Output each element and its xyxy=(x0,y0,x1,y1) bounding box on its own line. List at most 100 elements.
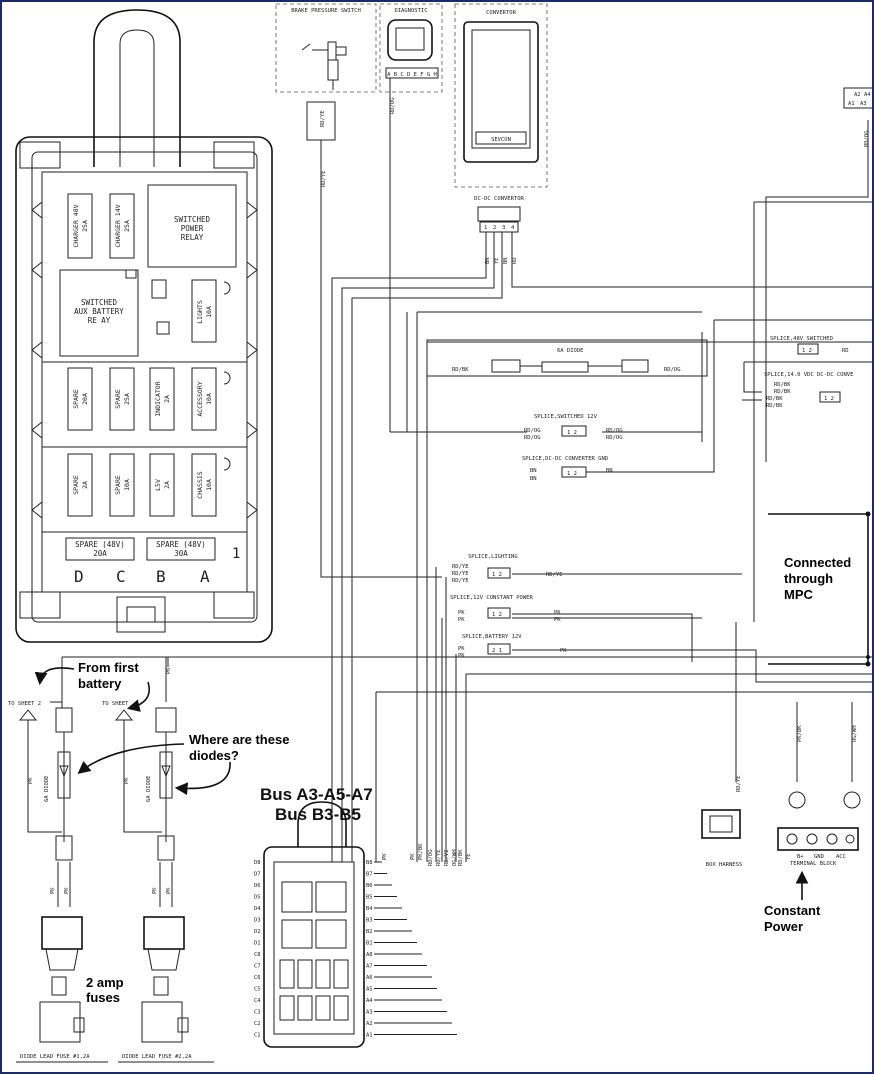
switched-aux-relay xyxy=(59,269,139,357)
svg-text:RD/BK: RD/BK xyxy=(766,396,783,402)
pin-label-left: C6 xyxy=(254,975,261,981)
pin-label-left: D7 xyxy=(254,872,261,878)
bus-letter-a: A xyxy=(200,567,210,586)
splice-battery-12v: SPLICE,BATTERY 12V PK PK 2 1 PK xyxy=(458,634,567,659)
svg-text:RD/VI: RD/VI xyxy=(444,849,450,866)
switched-power-relay xyxy=(147,184,237,268)
pin-label-right: A3 xyxy=(366,1010,373,1016)
svg-text:RD/OG: RD/OG xyxy=(864,130,870,147)
svg-text:10A: 10A xyxy=(205,479,213,491)
svg-text:RD: RD xyxy=(512,257,518,264)
svg-text:RD/OG: RD/OG xyxy=(428,849,434,866)
pin-label-right: B4 xyxy=(366,906,373,912)
diode-lead-1: TO SHEET 2 PK 6A DIODE PK PK DIODE LEAD … xyxy=(8,657,108,1063)
fuse-box-small xyxy=(263,801,365,1048)
svg-text:RD/BK: RD/BK xyxy=(774,382,791,388)
svg-text:PK: PK xyxy=(166,667,172,674)
svg-text:SPLICE,BATTERY 12V: SPLICE,BATTERY 12V xyxy=(462,634,522,640)
svg-text:RD/OG: RD/OG xyxy=(664,367,681,373)
svg-text:PK: PK xyxy=(458,610,465,616)
svg-text:A1: A1 xyxy=(848,101,855,107)
svg-text:20A: 20A xyxy=(81,393,89,405)
svg-text:SPARE: SPARE xyxy=(114,475,122,495)
svg-text:10A: 10A xyxy=(123,479,131,491)
annotation-2amp-fuses: 2 amp xyxy=(86,975,124,990)
svg-text:20A: 20A xyxy=(93,549,107,558)
fuse-charger14: CHARGER 14V xyxy=(114,204,122,247)
pin-label-left: C8 xyxy=(254,952,261,958)
svg-text:RD/OG: RD/OG xyxy=(606,435,623,441)
pin-label-right: A1 xyxy=(366,1033,373,1039)
svg-text:10A: 10A xyxy=(205,306,213,318)
annotation-mpc-3: MPC xyxy=(784,587,814,602)
bus-label-1: Bus A3-A5-A7 xyxy=(260,785,373,804)
svg-text:RD/YE: RD/YE xyxy=(321,170,327,187)
annotation-first-battery: From first xyxy=(34,660,150,712)
pin-label-right: A7 xyxy=(366,964,373,970)
svg-text:RELAY: RELAY xyxy=(181,233,204,242)
svg-text:INDICATOR: INDICATOR xyxy=(154,381,162,416)
pin-label-left: C2 xyxy=(254,1021,261,1027)
svg-text:SPARE: SPARE xyxy=(114,389,122,409)
svg-text:1 2: 1 2 xyxy=(824,396,834,402)
svg-text:RD/YE: RD/YE xyxy=(452,571,469,577)
svg-text:RD/OG: RD/OG xyxy=(524,435,541,441)
svg-text:BN: BN xyxy=(503,257,509,264)
svg-text:ACC: ACC xyxy=(836,854,846,860)
svg-text:DIODE LEAD FUSE #1,2A: DIODE LEAD FUSE #1,2A xyxy=(20,1054,90,1060)
pin-label-left: D1 xyxy=(254,941,261,947)
svg-text:10A: 10A xyxy=(205,393,213,405)
pin-label-right: B3 xyxy=(366,918,373,924)
bus-letter-b: B xyxy=(156,567,166,586)
pin-label-left: D5 xyxy=(254,895,261,901)
svg-text:RD/YE: RD/YE xyxy=(320,110,326,127)
svg-text:SEVCON: SEVCON xyxy=(491,137,511,143)
svg-text:25A: 25A xyxy=(81,220,89,232)
svg-text:PK: PK xyxy=(560,648,567,654)
svg-text:RD/BK: RD/BK xyxy=(452,367,469,373)
svg-text:ACCESSORY: ACCESSORY xyxy=(196,381,204,416)
svg-text:From first: From first xyxy=(78,660,139,675)
svg-text:RD: RD xyxy=(842,348,849,354)
svg-text:A B C D E F G H: A B C D E F G H xyxy=(387,72,437,78)
fuse-box: CHARGER 48V 25A CHARGER 14V 25A SWITCHED… xyxy=(15,9,273,643)
fuse-spare48-20: SPARE (48V) xyxy=(75,540,125,549)
fuse-row-3: SPARE 2A SPARE 10A L5V 2A CHASSIS 10A xyxy=(67,453,231,517)
bus-label-2: Bus B3-B5 xyxy=(275,805,361,824)
bus-letter-c: C xyxy=(116,567,126,586)
svg-text:1 2: 1 2 xyxy=(567,471,577,477)
svg-text:SWITCHED: SWITCHED xyxy=(81,298,118,307)
svg-text:SPLICE,48V SWITCHED: SPLICE,48V SWITCHED xyxy=(770,336,833,342)
svg-text:1 2: 1 2 xyxy=(802,348,812,354)
svg-text:POWER: POWER xyxy=(181,224,204,233)
svg-text:BN: BN xyxy=(606,468,613,474)
svg-text:2A: 2A xyxy=(81,481,89,489)
svg-text:1 2: 1 2 xyxy=(492,612,502,618)
pin-label-right: B6 xyxy=(366,883,373,889)
svg-text:B+: B+ xyxy=(797,854,804,860)
svg-text:RD/YE: RD/YE xyxy=(736,775,742,792)
svg-text:30A: 30A xyxy=(174,549,188,558)
svg-text:1: 1 xyxy=(484,225,487,231)
svg-text:25A: 25A xyxy=(123,393,131,405)
svg-text:1 2: 1 2 xyxy=(492,572,502,578)
diagnostic-connector: DIAGNOSTIC A B C D E F G H RD/OG xyxy=(379,3,443,432)
annotation-constant-power-1: Constant xyxy=(764,903,821,918)
pin-label-left: C5 xyxy=(254,987,261,993)
splice-dcdc-gnd: SPLICE,DC-DC CONVERTER GND BN BN 1 2 BN xyxy=(522,456,613,482)
pin-label-right: A6 xyxy=(366,975,373,981)
svg-text:SWITCHED: SWITCHED xyxy=(174,215,211,224)
svg-text:SPLICE,SWITCHED 12V: SPLICE,SWITCHED 12V xyxy=(534,414,598,420)
bus-wire-labels: PK PK PK/BK RD/OG RD/YE RD/VI OG/WH RD/B… xyxy=(382,843,472,866)
svg-text:SPLICE,LIGHTING: SPLICE,LIGHTING xyxy=(468,554,518,560)
svg-text:PK: PK xyxy=(28,777,34,784)
svg-text:OG/WH: OG/WH xyxy=(852,725,858,742)
svg-text:RE AY: RE AY xyxy=(88,316,111,325)
svg-text:PK: PK xyxy=(554,617,561,623)
annotation-diodes-question: Where are these xyxy=(77,732,289,796)
top-right-connector: A2 A4 A1 A3 RD/OG xyxy=(843,87,872,147)
annotation-2amp-fuses-2: fuses xyxy=(86,990,120,1005)
svg-text:PK: PK xyxy=(458,653,465,659)
svg-text:RD/YE: RD/YE xyxy=(546,572,563,578)
